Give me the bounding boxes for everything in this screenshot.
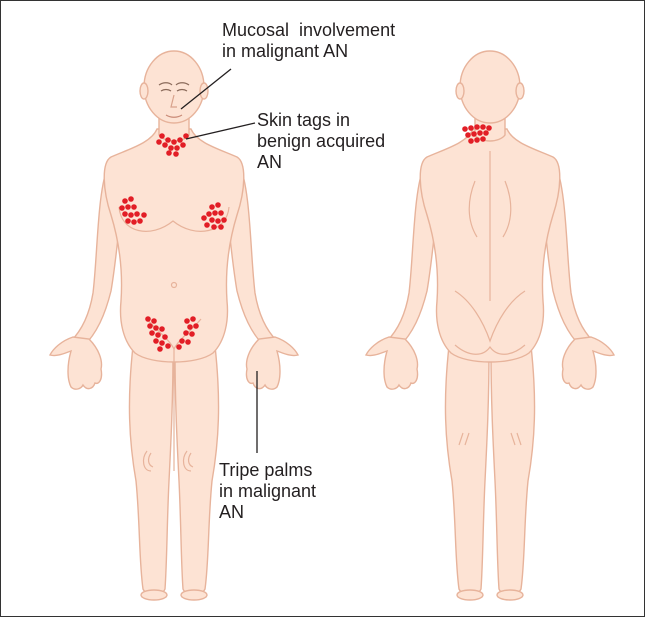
- tripe-palms-label-line-2: in malignant: [219, 481, 316, 501]
- tripe-palms-label-line-1: Tripe palms: [219, 460, 312, 480]
- skin-tags-label-line-2: benign acquired: [257, 131, 385, 151]
- skin-tags-label-line-3: AN: [257, 152, 282, 172]
- skin-tags-label-line-1: Skin tags in: [257, 110, 350, 130]
- mucosal-label-line-1: Mucosal involvement: [222, 20, 395, 40]
- tripe-palms-label: Tripe palms in malignant AN: [219, 460, 316, 523]
- skin-tags-label: Skin tags in benign acquired AN: [257, 110, 385, 173]
- skin-tags-leader-line: [186, 123, 255, 139]
- back-body-figure: [366, 51, 614, 600]
- mucosal-involvement-label: Mucosal involvement in malignant AN: [222, 20, 395, 62]
- mucosal-label-line-2: in malignant AN: [222, 41, 348, 61]
- tripe-palms-label-line-3: AN: [219, 502, 244, 522]
